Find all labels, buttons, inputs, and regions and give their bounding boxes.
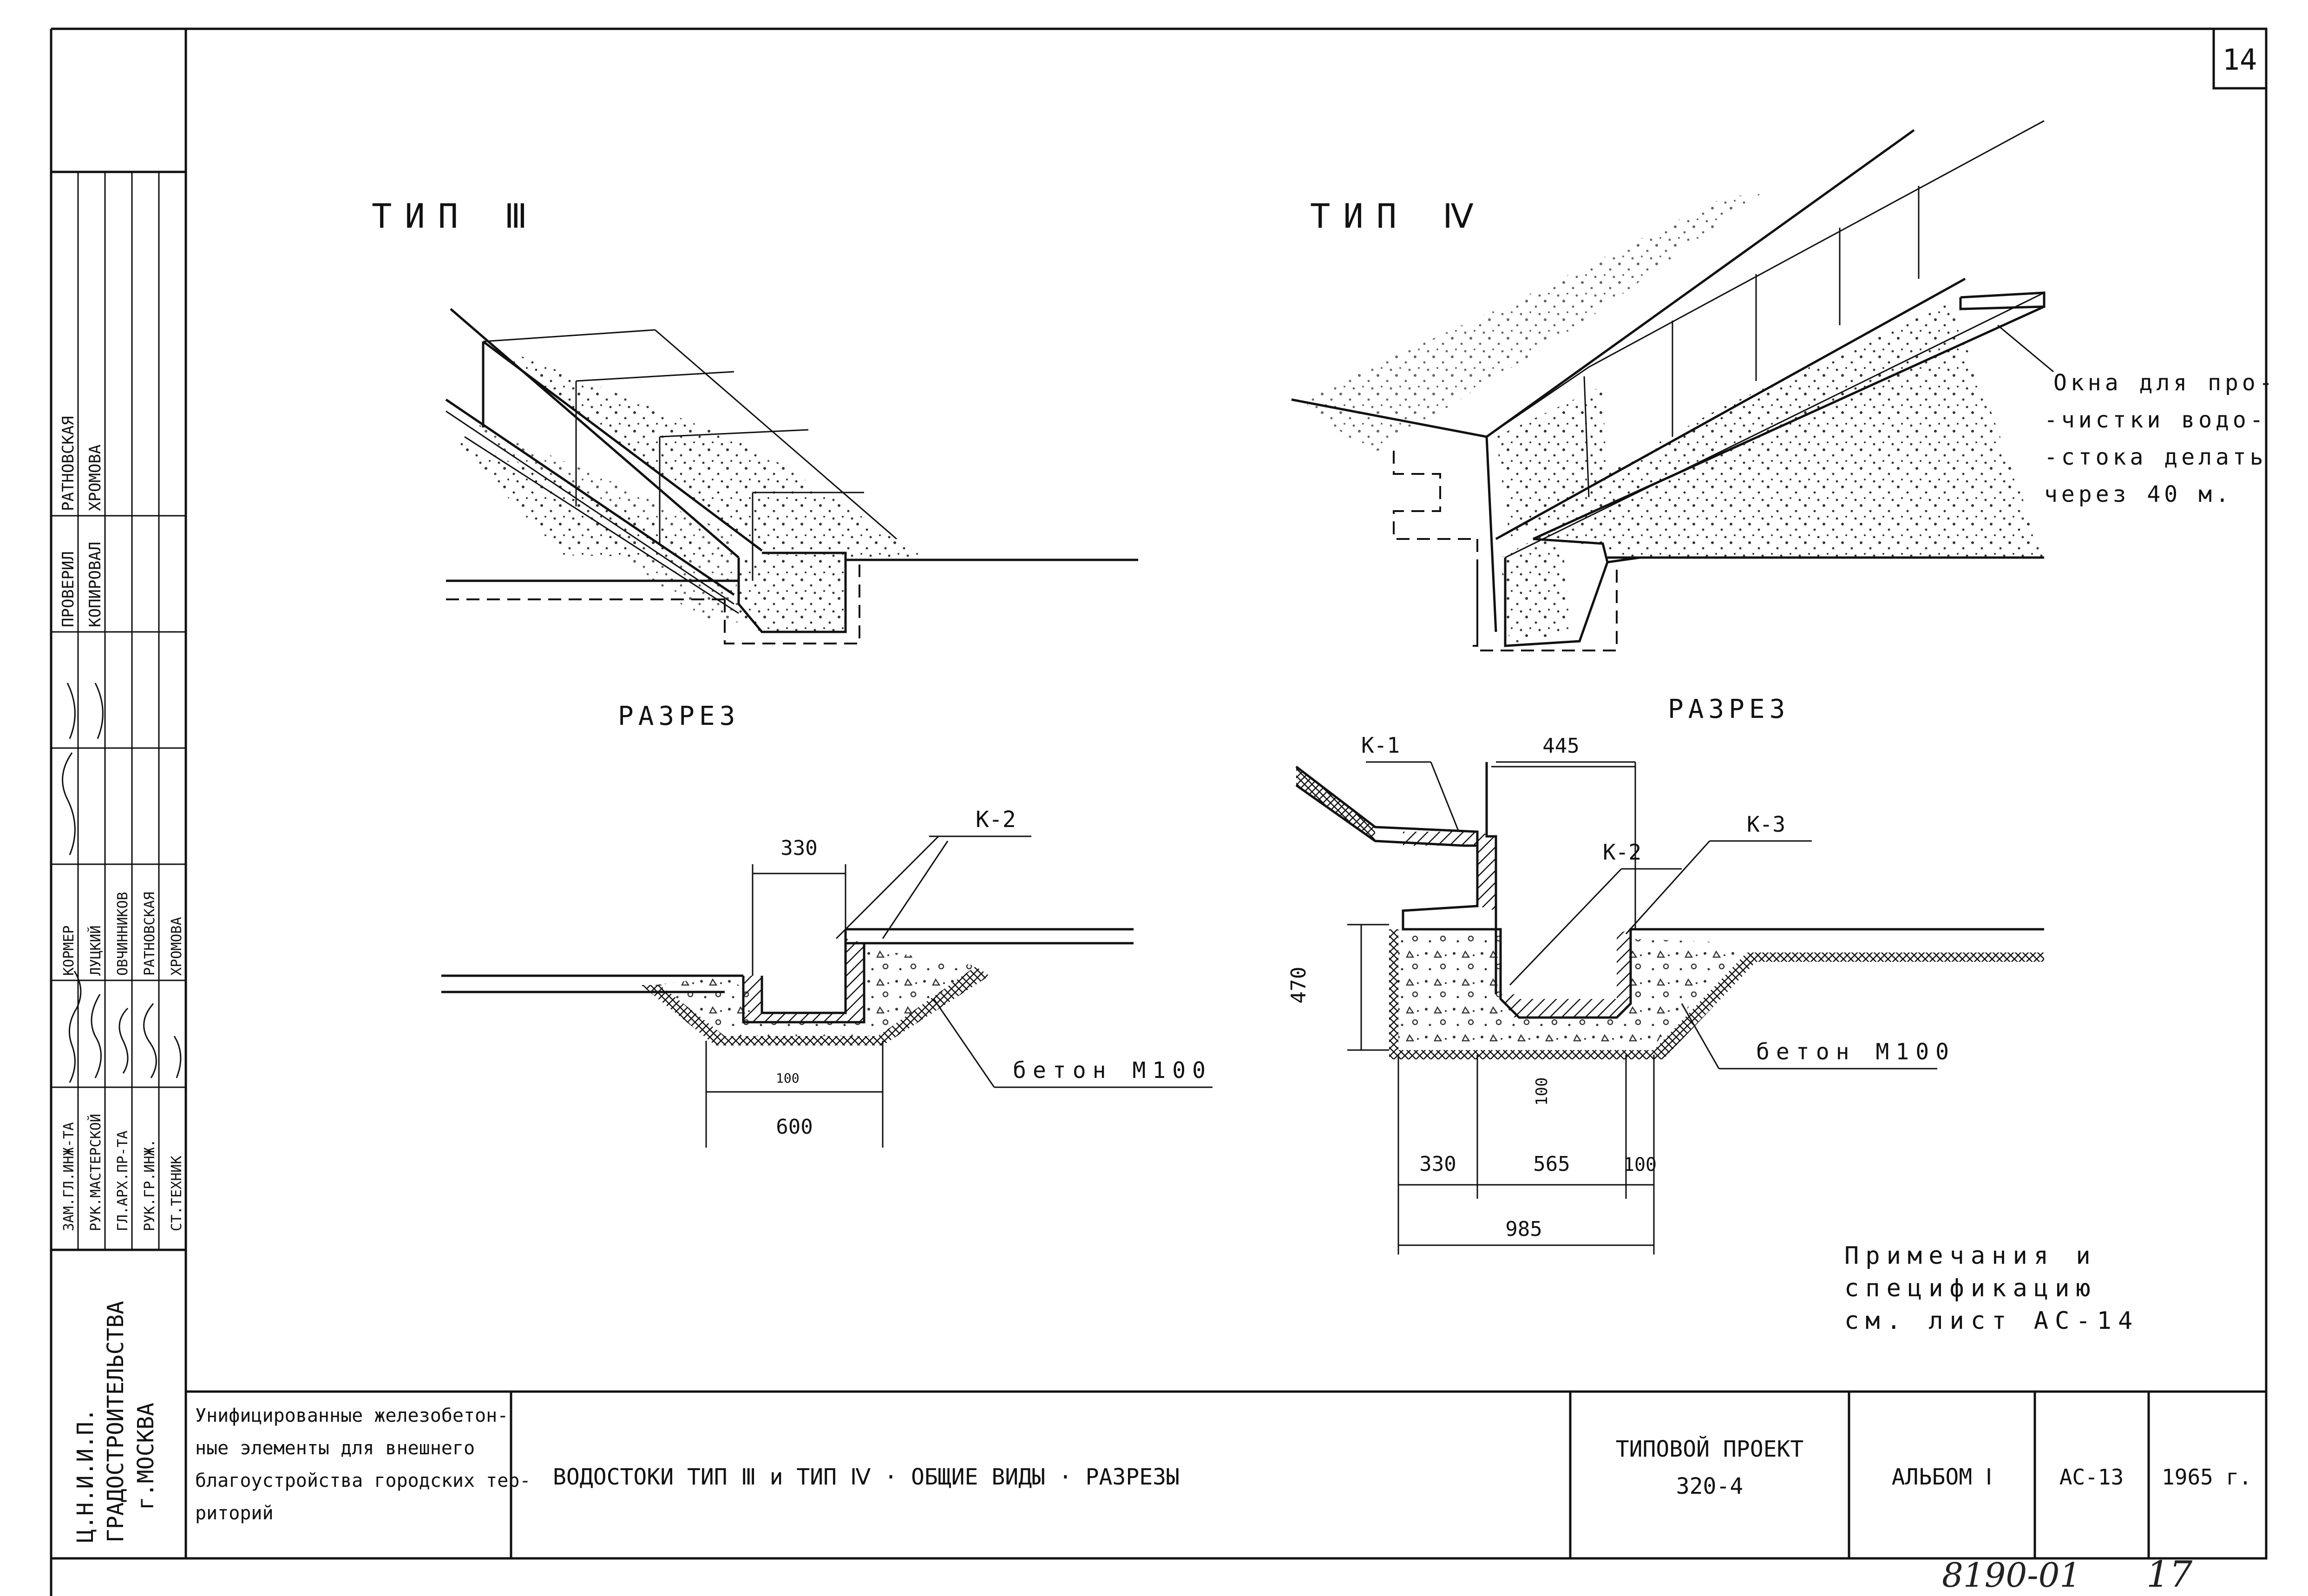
type4-label-k1: К-1	[1361, 733, 1400, 758]
type4-dim-445: 445	[1542, 734, 1579, 758]
type3-section-title: РАЗРЕЗ	[618, 701, 740, 731]
archive-code: 8190-01	[1942, 1556, 2081, 1595]
note-line-3: -стока делать	[2044, 444, 2267, 470]
note-line-4: через 40 м.	[2044, 481, 2233, 507]
role-2: РУК.МАСТЕРСКОЙ	[87, 1114, 104, 1231]
type4-dim-470: 470	[1287, 967, 1311, 1004]
role-4: РУК.ГР.ИНЖ.	[142, 1139, 158, 1231]
name-2: ЛУЦКИЙ	[87, 926, 104, 976]
name-1: КОРМЕР	[61, 926, 77, 976]
notes-line-2: спецификацию	[1844, 1274, 2097, 1302]
sheet-code: АС-13	[2059, 1465, 2124, 1490]
note-line-1: Окна для про-	[2053, 370, 2276, 396]
type4-title: ТИП Ⅳ	[1310, 197, 1487, 236]
type3-dim-330: 330	[780, 836, 817, 860]
album-label: АЛЬБОМ Ⅰ	[1892, 1464, 1992, 1490]
name-5: ХРОМОВА	[169, 917, 185, 976]
name-3: ОВЧИННИКОВ	[115, 892, 131, 976]
type3-label-k2: К-2	[976, 807, 1016, 833]
role-3: ГЛ.АРХ.ПР-ТА	[115, 1130, 131, 1231]
type4-label-k3: К-3	[1747, 812, 1785, 837]
type4-section-title: РАЗРЕЗ	[1668, 694, 1790, 724]
type4-dim-985: 985	[1505, 1217, 1542, 1241]
description-line-3: благоустройства городских тер-	[195, 1470, 531, 1491]
type4-dim-100: 100	[1623, 1154, 1657, 1176]
name-4: РАТНОВСКАЯ	[142, 892, 158, 976]
role-1: ЗАМ.ГЛ.ИНЖ-ТА	[61, 1122, 77, 1231]
check-role-1: ПРОВЕРИЛ	[59, 551, 78, 627]
notes-line-3: см. лист АС-14	[1844, 1307, 2139, 1335]
description-line-1: Унифицированные железобетон-	[195, 1405, 508, 1426]
type3-dim-600: 600	[776, 1115, 813, 1139]
year: 1965 г.	[2162, 1465, 2252, 1490]
notes-line-1: Примечания и	[1844, 1242, 2097, 1270]
role-5: СТ.ТЕХНИК	[169, 1156, 185, 1231]
type3-section: РАЗРЕЗ 330 600 100 К-2 бетон М100	[441, 701, 1213, 1148]
signatures	[62, 683, 182, 1083]
sheet-number-box: 14	[2212, 27, 2268, 90]
sheet-number: 14	[2223, 43, 2257, 77]
archive-page: 17	[2146, 1554, 2193, 1596]
description-line-2: ные элементы для внешнего	[195, 1438, 475, 1459]
type4-perspective: ТИП Ⅳ	[1291, 120, 2054, 651]
type3-title: ТИП Ⅲ	[372, 197, 540, 236]
check-role-2: КОПИРОВАЛ	[86, 542, 105, 627]
type4-section: РАЗРЕЗ 445 470 100 330 565 100 985 К-1 К…	[1287, 694, 2044, 1254]
institute-city: г.МОСКВА	[133, 1403, 159, 1510]
sheet-frame	[50, 27, 2268, 1596]
project-number: 320-4	[1676, 1473, 1744, 1499]
type3-label-concrete: бетон М100	[1013, 1057, 1212, 1084]
check-name-2: ХРОМОВА	[86, 445, 105, 511]
check-name-1: РАТНОВСКАЯ	[59, 416, 78, 511]
project-label: ТИПОВОЙ ПРОЕКТ	[1616, 1436, 1804, 1462]
description-line-4: риторий	[195, 1503, 274, 1524]
type3-dim-100: 100	[776, 1071, 800, 1086]
title-block: Унифицированные железобетон- ные элемент…	[186, 1390, 2266, 1558]
drawing-title: ВОДОСТОКИ ТИП Ⅲ и ТИП Ⅳ · ОБЩИЕ ВИДЫ · Р…	[553, 1464, 1180, 1490]
institute-block: Ц.Н.И.И.П. ГРАДОСТРОИТЕЛЬСТВА г.МОСКВА	[72, 1301, 159, 1543]
sidebar-stamp: ПРОВЕРИЛ КОПИРОВАЛ РАТНОВСКАЯ ХРОМОВА ЗА…	[51, 171, 186, 1543]
type4-label-k2: К-2	[1603, 840, 1641, 865]
type4-dim-100-vertical: 100	[1533, 1077, 1551, 1106]
type3-perspective: ТИП Ⅲ	[372, 197, 1138, 644]
institute-field: ГРАДОСТРОИТЕЛЬСТВА	[103, 1301, 129, 1543]
type4-dim-330: 330	[1419, 1152, 1456, 1176]
note-line-2: -чистки водо-	[2044, 407, 2267, 433]
notes: Примечания и спецификацию см. лист АС-14	[1844, 1242, 2139, 1335]
window-note: Окна для про- -чистки водо- -стока делат…	[2044, 370, 2276, 507]
type4-label-concrete: бетон М100	[1756, 1039, 1955, 1065]
institute-name: Ц.Н.И.И.П.	[72, 1408, 98, 1543]
type4-dim-565: 565	[1533, 1152, 1570, 1176]
